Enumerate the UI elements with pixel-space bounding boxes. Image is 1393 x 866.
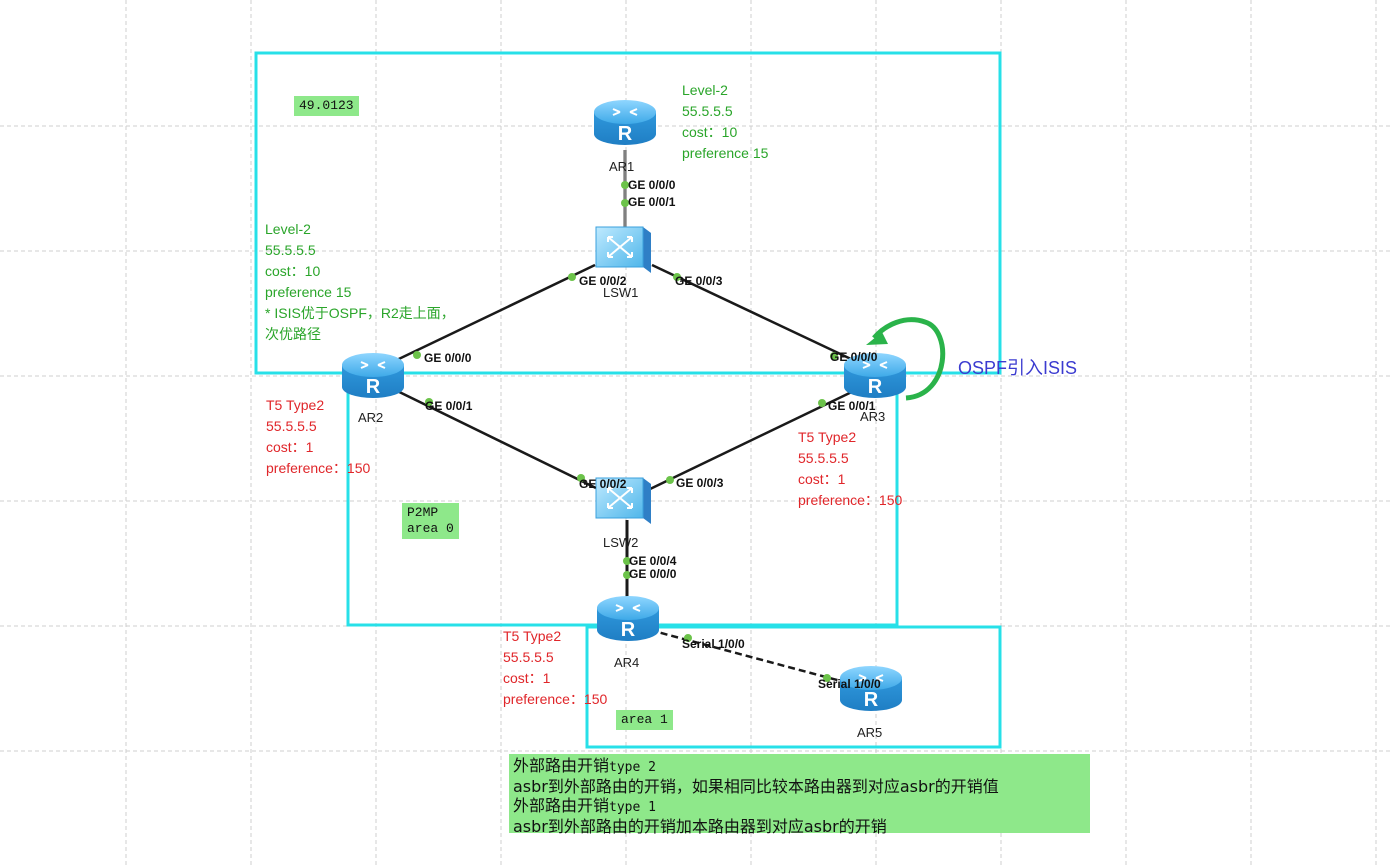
- ar3-ospf-route-annotation: T5 Type2 55.5.5.5 cost：1 preference：150: [798, 427, 902, 511]
- device-name-lsw1: LSW1: [603, 285, 639, 300]
- port-dot: [413, 351, 421, 359]
- route-cost: cost：10: [265, 263, 321, 279]
- route-cost: cost：1: [503, 670, 551, 686]
- device-name-ar3: AR3: [860, 409, 886, 424]
- router-ar1-icon[interactable]: R: [594, 100, 656, 145]
- route-prefix: 55.5.5.5: [265, 242, 316, 258]
- port-dot: [830, 352, 838, 360]
- svg-text:R: R: [864, 689, 879, 711]
- port-label: GE 0/0/1: [628, 195, 676, 209]
- route-comment: 次优路径: [265, 326, 321, 342]
- route-preference: preference：150: [798, 492, 903, 508]
- port-label: Serial 1/0/0: [682, 637, 745, 651]
- route-preference: preference 15: [682, 145, 769, 161]
- ar2-isis-route-annotation: Level-2 55.5.5.5 cost：10 preference 15 *…: [265, 219, 455, 345]
- link-ar2-lsw2: [384, 383, 601, 492]
- port-label: GE 0/0/2: [579, 274, 627, 288]
- port-label: GE 0/0/1: [828, 399, 876, 413]
- route-prefix: 55.5.5.5: [266, 418, 317, 434]
- port-label: GE 0/0/0: [830, 350, 878, 364]
- route-type: T5 Type2: [266, 397, 325, 413]
- switch-lsw1-icon[interactable]: [595, 226, 651, 273]
- ospf-area1-label: area 1: [616, 710, 673, 730]
- svg-text:R: R: [621, 619, 636, 641]
- route-comment: * ISIS优于OSPF，R2走上面，: [265, 305, 455, 321]
- port-label: GE 0/0/0: [424, 351, 472, 365]
- route-preference: preference：150: [503, 691, 608, 707]
- port-label: GE 0/0/3: [675, 274, 723, 288]
- port-dot: [673, 273, 681, 281]
- route-cost: cost：1: [266, 439, 314, 455]
- route-level: Level-2: [682, 82, 728, 98]
- port-dot: [425, 398, 433, 406]
- import-arrow-icon: [866, 317, 946, 401]
- link-lsw1-ar3: [651, 263, 871, 370]
- route-level: Level-2: [265, 221, 311, 237]
- ospf-network-type: P2MP: [407, 505, 439, 520]
- port-label: GE 0/0/1: [425, 399, 473, 413]
- router-ar5-icon[interactable]: R: [840, 666, 902, 711]
- port-dot: [666, 476, 674, 484]
- port-label: GE 0/0/4: [629, 554, 677, 568]
- ospf-area1-border: [585, 625, 1002, 749]
- route-preference: preference 15: [265, 284, 352, 300]
- ar4-ospf-route-annotation: T5 Type2 55.5.5.5 cost：1 preference：150: [503, 626, 607, 710]
- isis-area-label: 49.0123: [294, 96, 359, 116]
- device-name-ar5: AR5: [857, 725, 883, 740]
- svg-text:R: R: [618, 123, 633, 145]
- switch-lsw2-icon[interactable]: [595, 477, 651, 524]
- link-lsw1-ar2: [379, 263, 596, 370]
- route-prefix: 55.5.5.5: [682, 103, 733, 119]
- ospf-area0-label: P2MP area 0: [402, 503, 459, 539]
- port-label: Serial 1/0/0: [818, 677, 881, 691]
- port-label: GE 0/0/2: [579, 477, 627, 491]
- route-prefix: 55.5.5.5: [798, 450, 849, 466]
- port-dots: [413, 181, 838, 682]
- route-cost: cost：1: [798, 471, 846, 487]
- port-label: GE 0/0/3: [676, 476, 724, 490]
- note-line: asbr到外部路由的开销，如果相同比较本路由器到对应asbr的开销值: [513, 777, 999, 796]
- ospf-area-id: area 0: [407, 521, 454, 536]
- link-ar4-ar5: [649, 628, 853, 686]
- port-dot: [577, 474, 585, 482]
- route-type: T5 Type2: [798, 429, 857, 445]
- device-name-ar4: AR4: [614, 655, 640, 670]
- route-type: T5 Type2: [503, 628, 562, 644]
- port-label: GE 0/0/0: [629, 567, 677, 581]
- port-dot: [623, 557, 631, 565]
- note-line: 外部路由开销type 2: [513, 756, 656, 775]
- port-dot: [823, 674, 831, 682]
- port-dot: [623, 571, 631, 579]
- port-dot: [684, 634, 692, 642]
- port-dot: [621, 181, 629, 189]
- route-preference: preference：150: [266, 460, 371, 476]
- device-name-lsw2: LSW2: [603, 535, 639, 550]
- svg-text:R: R: [366, 376, 381, 398]
- router-ar2-icon[interactable]: R: [342, 353, 404, 398]
- router-ar3-icon[interactable]: R: [844, 353, 906, 398]
- port-dot: [568, 273, 576, 281]
- device-name-ar1: AR1: [609, 159, 635, 174]
- route-prefix: 55.5.5.5: [503, 649, 554, 665]
- port-dot: [621, 199, 629, 207]
- device-name-ar2: AR2: [358, 410, 384, 425]
- note-line: 外部路由开销type 1: [513, 796, 656, 815]
- ar1-route-annotation: Level-2 55.5.5.5 cost：10 preference 15: [682, 80, 768, 164]
- router-ar4-icon[interactable]: R: [597, 596, 659, 641]
- ar2-ospf-route-annotation: T5 Type2 55.5.5.5 cost：1 preference：150: [266, 395, 370, 479]
- port-label: GE 0/0/0: [628, 178, 676, 192]
- external-cost-note: 外部路由开销type 2 asbr到外部路由的开销，如果相同比较本路由器到对应a…: [509, 754, 1090, 836]
- port-dot: [818, 399, 826, 407]
- svg-text:R: R: [868, 376, 883, 398]
- note-line: asbr到外部路由的开销加本路由器到对应asbr的开销: [513, 817, 887, 836]
- ospf-import-isis-label: OSPF引入ISIS: [958, 358, 1078, 378]
- route-cost: cost：10: [682, 124, 738, 140]
